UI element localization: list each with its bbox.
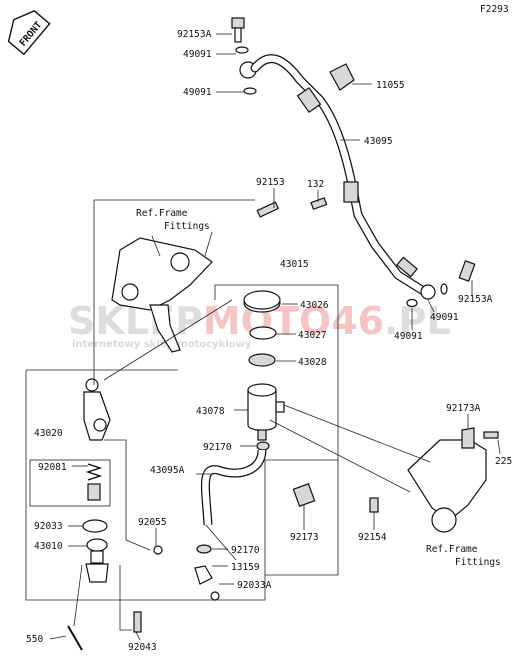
clamp-92170-b [196,544,212,554]
leader-lines [49,33,501,641]
hose-clamp-b [343,181,359,203]
note-ref-frame-bottom-2: Fittings [455,557,501,568]
label-49091-c: 49091 [430,312,459,323]
bracket-92173A [461,427,475,449]
bolt-92154 [369,497,379,513]
label-92170-a: 92170 [203,442,232,453]
watermark-brand-4: .PL [384,299,451,343]
note-ref-frame-top-1: Ref.Frame [136,208,188,219]
label-225: 225 [495,456,512,467]
label-92173: 92173 [290,532,319,543]
cotter-pin-550 [67,625,83,651]
label-92153A-top: 92153A [177,29,212,40]
label-43026: 43026 [300,300,329,311]
reservoir-43078 [247,383,285,441]
label-43095: 43095 [364,136,393,147]
outline-43015-frame [25,284,339,601]
label-92043: 92043 [128,642,157,653]
label-92033: 92033 [34,521,63,532]
label-43020: 43020 [34,428,63,439]
label-92170-b: 92170 [231,545,260,556]
master-cylinder-body [83,378,111,441]
label-132: 132 [307,179,324,190]
watermark-brand-3: 46 [331,299,384,343]
bolt-225 [483,431,499,439]
label-92153A-right: 92153A [458,294,493,305]
washer-49091-d [406,298,418,308]
watermark-tagline: internetowy sklep motocyklowy [72,339,252,350]
label-13159: 13159 [231,562,260,573]
pin-92043 [133,611,142,633]
label-92033A: 92033A [237,580,272,591]
note-ref-frame-bottom-1: Ref.Frame [426,544,478,555]
label-43010: 43010 [34,541,63,552]
label-92153: 92153 [256,177,285,188]
bolt-132 [310,197,328,210]
connector-13159 [194,565,213,585]
washer-49091-b [243,87,257,95]
label-92154: 92154 [358,532,387,543]
bolt-92153 [256,201,280,218]
label-49091-a: 49091 [183,49,212,60]
bolt-92153A-top [231,17,245,43]
label-43028: 43028 [298,357,327,368]
label-550: 550 [26,634,43,645]
piston-kit [87,483,101,501]
label-43015: 43015 [280,259,309,270]
washer-49091-a [235,46,249,54]
label-43078: 43078 [196,406,225,417]
bolt-92153A-right [458,260,476,282]
frame-fitting-top [111,237,213,353]
diaphragm-43027 [249,326,277,340]
circlip-92033 [82,519,108,533]
reservoir-hose-43095A [200,449,267,526]
hose-clamp-a [296,86,322,114]
hose-end-fitting [396,256,436,300]
clamp-92170-a [256,441,270,451]
label-11055: 11055 [376,80,405,91]
label-92055: 92055 [138,517,167,528]
label-43027: 43027 [298,330,327,341]
washer-49091-c [440,283,448,295]
label-49091-d: 49091 [394,331,423,342]
front-arrow-icon: FRONT [7,10,51,56]
clamp-11055 [329,63,355,91]
oring-92055 [153,545,163,555]
clamp-92173 [292,483,316,507]
frame-fitting-bottom [407,427,499,533]
push-rod-43010 [85,538,109,583]
plate-43028 [248,353,276,367]
label-49091-b: 49091 [183,87,212,98]
spring-92081 [85,463,103,481]
note-ref-frame-top-2: Fittings [164,221,210,232]
part-labels: 92153A 49091 49091 11055 43095 92153 132… [26,29,512,653]
label-92081: 92081 [38,462,67,473]
label-43095A: 43095A [150,465,185,476]
brake-hose-43095 [250,54,430,297]
diagram-code: F2293 [480,4,509,15]
label-92173A: 92173A [446,403,481,414]
circlip-92033A [210,591,220,601]
